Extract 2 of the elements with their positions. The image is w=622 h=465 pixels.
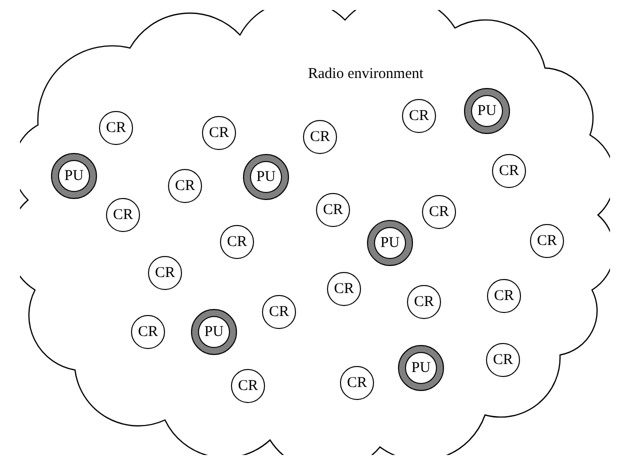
cloud-title: Radio environment (308, 66, 424, 83)
cloud-shape (20, 10, 610, 455)
